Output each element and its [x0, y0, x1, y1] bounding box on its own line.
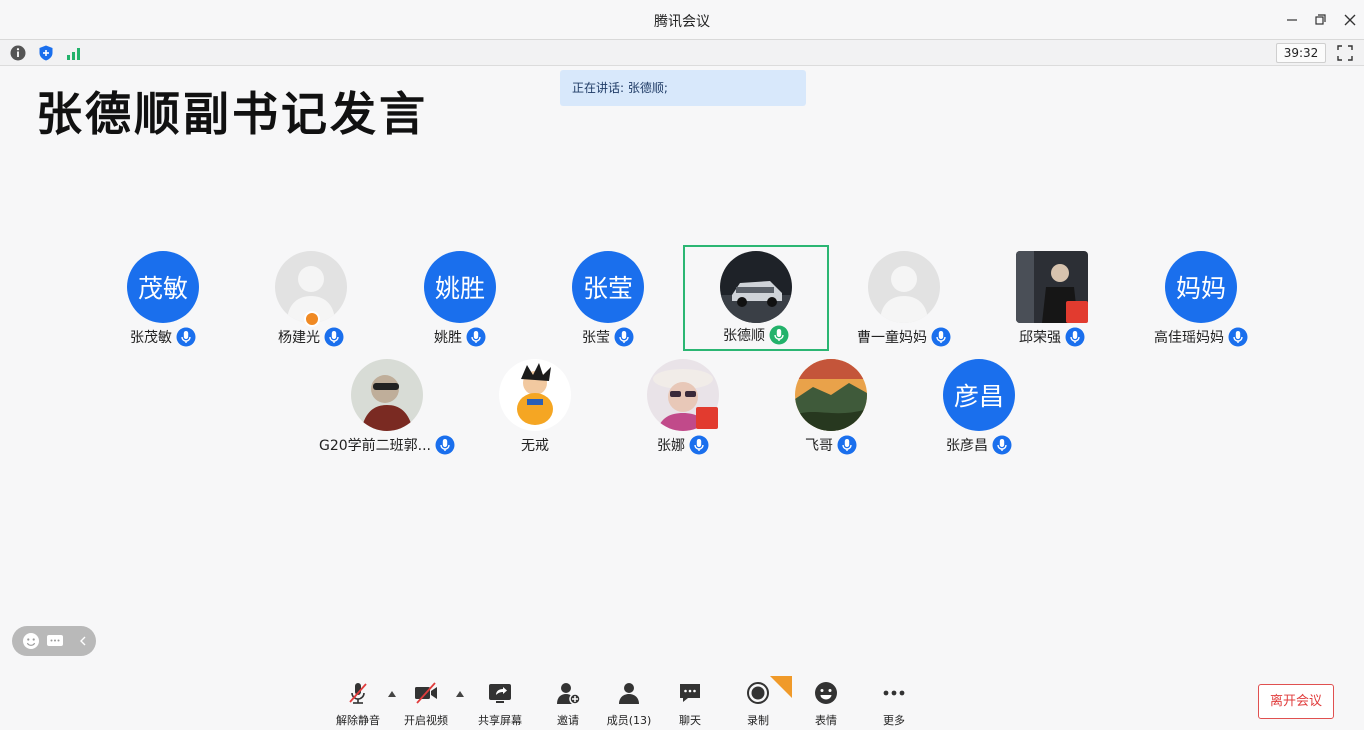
participant-tile-active-speaker[interactable]: 张德顺 — [683, 245, 829, 351]
add-user-icon — [557, 683, 581, 705]
mic-icon[interactable] — [614, 327, 634, 347]
security-shield-icon[interactable] — [37, 44, 55, 62]
start-video-button[interactable]: 开启视频 — [391, 680, 461, 728]
participant-tile[interactable]: 杨建光 — [238, 247, 384, 353]
participant-tile[interactable]: 茂敏 张茂敏 — [90, 247, 236, 353]
mic-speaking-icon[interactable] — [769, 325, 789, 345]
mic-icon[interactable] — [837, 435, 857, 455]
participant-tile[interactable]: 彦昌 张彦昌 — [906, 355, 1052, 461]
signal-icon[interactable] — [65, 44, 83, 62]
members-icon — [619, 683, 639, 704]
unmute-button[interactable]: 解除静音 — [323, 680, 393, 728]
record-button[interactable]: 录制 — [723, 680, 793, 728]
members-button[interactable]: 成员(13) — [594, 680, 664, 728]
participant-name: 张德顺 — [723, 328, 765, 344]
video-off-icon — [415, 682, 437, 704]
chevron-left-icon[interactable] — [74, 632, 92, 650]
participant-name: 姚胜 — [434, 330, 462, 346]
mic-icon[interactable] — [931, 327, 951, 347]
participant-name: 高佳瑶妈妈 — [1154, 330, 1224, 346]
participant-name: G20学前二班郭... — [318, 438, 431, 454]
invite-button[interactable]: 邀请 — [533, 680, 603, 728]
participant-name: 曹一童妈妈 — [857, 330, 927, 346]
national-flag-icon — [696, 407, 718, 429]
reaction-chat-mini-panel[interactable] — [12, 626, 96, 656]
mic-icon[interactable] — [466, 327, 486, 347]
participant-tile[interactable]: 飞哥 — [758, 355, 904, 461]
landscape-photo-avatar — [795, 359, 867, 431]
speaking-indicator: 正在讲话: 张德顺; — [560, 70, 806, 106]
record-icon — [747, 682, 769, 704]
window-title: 腾讯会议 — [654, 14, 710, 30]
caret-up-icon[interactable] — [455, 690, 465, 698]
avatar: 张莹 — [572, 251, 644, 323]
participant-tile[interactable]: 邱荣强 — [979, 247, 1125, 353]
participant-name: 张莹 — [582, 330, 610, 346]
participant-tile[interactable]: 张莹 张莹 — [535, 247, 681, 353]
title-bar: 腾讯会议 — [0, 0, 1364, 40]
participant-tile[interactable]: 妈妈 高佳瑶妈妈 — [1128, 247, 1274, 353]
close-icon[interactable] — [1340, 10, 1360, 30]
mic-icon[interactable] — [435, 435, 455, 455]
host-badge-icon — [304, 311, 320, 327]
default-avatar-icon — [868, 251, 940, 323]
participant-tile[interactable]: 姚胜 姚胜 — [387, 247, 533, 353]
participant-name: 张茂敏 — [130, 330, 172, 346]
avatar: 茂敏 — [127, 251, 199, 323]
share-screen-icon — [489, 684, 511, 703]
shared-headline: 张德顺副书记发言 — [36, 87, 428, 141]
participant-tile[interactable]: 曹一童妈妈 — [831, 247, 977, 353]
leave-meeting-button[interactable]: 离开会议 — [1258, 684, 1334, 719]
mic-icon[interactable] — [176, 327, 196, 347]
participant-name: 张娜 — [657, 438, 685, 454]
meeting-toolbar: 解除静音 开启视频 共享屏幕 邀请 成员(13) 聊天 录制 表情 更多 — [0, 676, 1364, 730]
emoji-icon — [815, 682, 837, 704]
more-dots-icon — [883, 690, 905, 696]
reaction-button[interactable]: 表情 — [791, 680, 861, 728]
mic-icon[interactable] — [1065, 327, 1085, 347]
avatar: 姚胜 — [424, 251, 496, 323]
car-photo-avatar — [720, 251, 792, 323]
default-avatar-icon — [275, 251, 347, 323]
cartoon-avatar — [499, 359, 571, 431]
emoji-icon[interactable] — [22, 632, 40, 650]
participant-tile[interactable]: G20学前二班郭... — [314, 355, 460, 461]
fullscreen-icon[interactable] — [1336, 44, 1354, 62]
mic-muted-icon — [349, 683, 367, 704]
share-screen-button[interactable]: 共享屏幕 — [465, 680, 535, 728]
participant-tile[interactable]: 张娜 — [610, 355, 756, 461]
chat-button[interactable]: 聊天 — [655, 680, 725, 728]
participant-name: 邱荣强 — [1019, 330, 1061, 346]
chat-bubble-icon[interactable] — [46, 632, 64, 650]
participant-name: 无戒 — [521, 438, 549, 454]
participant-name: 飞哥 — [805, 438, 833, 454]
mic-icon[interactable] — [1228, 327, 1248, 347]
mic-icon[interactable] — [992, 435, 1012, 455]
restore-icon[interactable] — [1310, 10, 1330, 30]
meeting-timer: 39:32 — [1276, 43, 1326, 63]
participant-name: 杨建光 — [278, 330, 320, 346]
avatar: 妈妈 — [1165, 251, 1237, 323]
mic-icon[interactable] — [689, 435, 709, 455]
photo-avatar — [351, 359, 423, 431]
chat-icon — [680, 684, 700, 702]
national-flag-icon — [1066, 301, 1088, 323]
status-bar: 39:32 — [0, 40, 1364, 66]
minimize-icon[interactable] — [1282, 10, 1302, 30]
caret-up-icon[interactable] — [387, 690, 397, 698]
mic-icon[interactable] — [324, 327, 344, 347]
participant-tile[interactable]: 无戒 — [462, 355, 608, 461]
more-button[interactable]: 更多 — [859, 680, 929, 728]
participant-name: 张彦昌 — [946, 438, 988, 454]
avatar: 彦昌 — [943, 359, 1015, 431]
info-icon[interactable] — [9, 44, 27, 62]
